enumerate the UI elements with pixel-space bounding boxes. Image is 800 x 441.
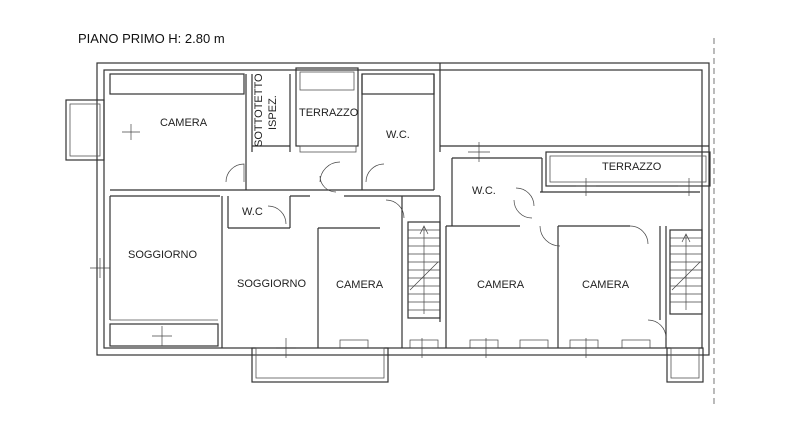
label-wc-2: W.C. — [472, 185, 496, 197]
outer-walls — [96, 62, 710, 356]
window-markers — [90, 124, 700, 358]
label-camera-3: CAMERA — [477, 279, 525, 291]
label-sottotetto: SOTTOTETTO — [253, 73, 265, 147]
label-soggiorno-1: SOGGIORNO — [128, 249, 198, 261]
plan-title: PIANO PRIMO H: 2.80 m — [78, 31, 225, 46]
door-swings — [225, 161, 667, 339]
stairs-right — [669, 229, 703, 315]
room-labels: CAMERA SOTTOTETTO ISPEZ. TERRAZZO W.C. W… — [128, 73, 662, 291]
label-camera-1: CAMERA — [160, 117, 208, 129]
label-wc-3: W.C — [242, 206, 263, 218]
interior-walls-bottom — [109, 191, 700, 348]
label-terrazzo-2: TERRAZZO — [602, 161, 662, 173]
interior-walls-top — [109, 63, 709, 191]
label-ispez: ISPEZ. — [267, 95, 279, 130]
wc-right-walls — [451, 157, 543, 226]
label-terrazzo-1: TERRAZZO — [299, 107, 359, 119]
bottom-balcony-right — [666, 347, 704, 383]
terrazzo-right-outline — [545, 151, 711, 187]
label-camera-4: CAMERA — [582, 279, 630, 291]
label-soggiorno-2: SOGGIORNO — [237, 278, 307, 290]
left-balcony — [65, 99, 105, 161]
label-camera-2: CAMERA — [336, 279, 384, 291]
label-wc-1: W.C. — [386, 129, 410, 141]
bottom-balcony-middle — [251, 347, 389, 383]
stairs-middle — [407, 221, 441, 319]
soggiorno-window-seat — [109, 319, 219, 347]
